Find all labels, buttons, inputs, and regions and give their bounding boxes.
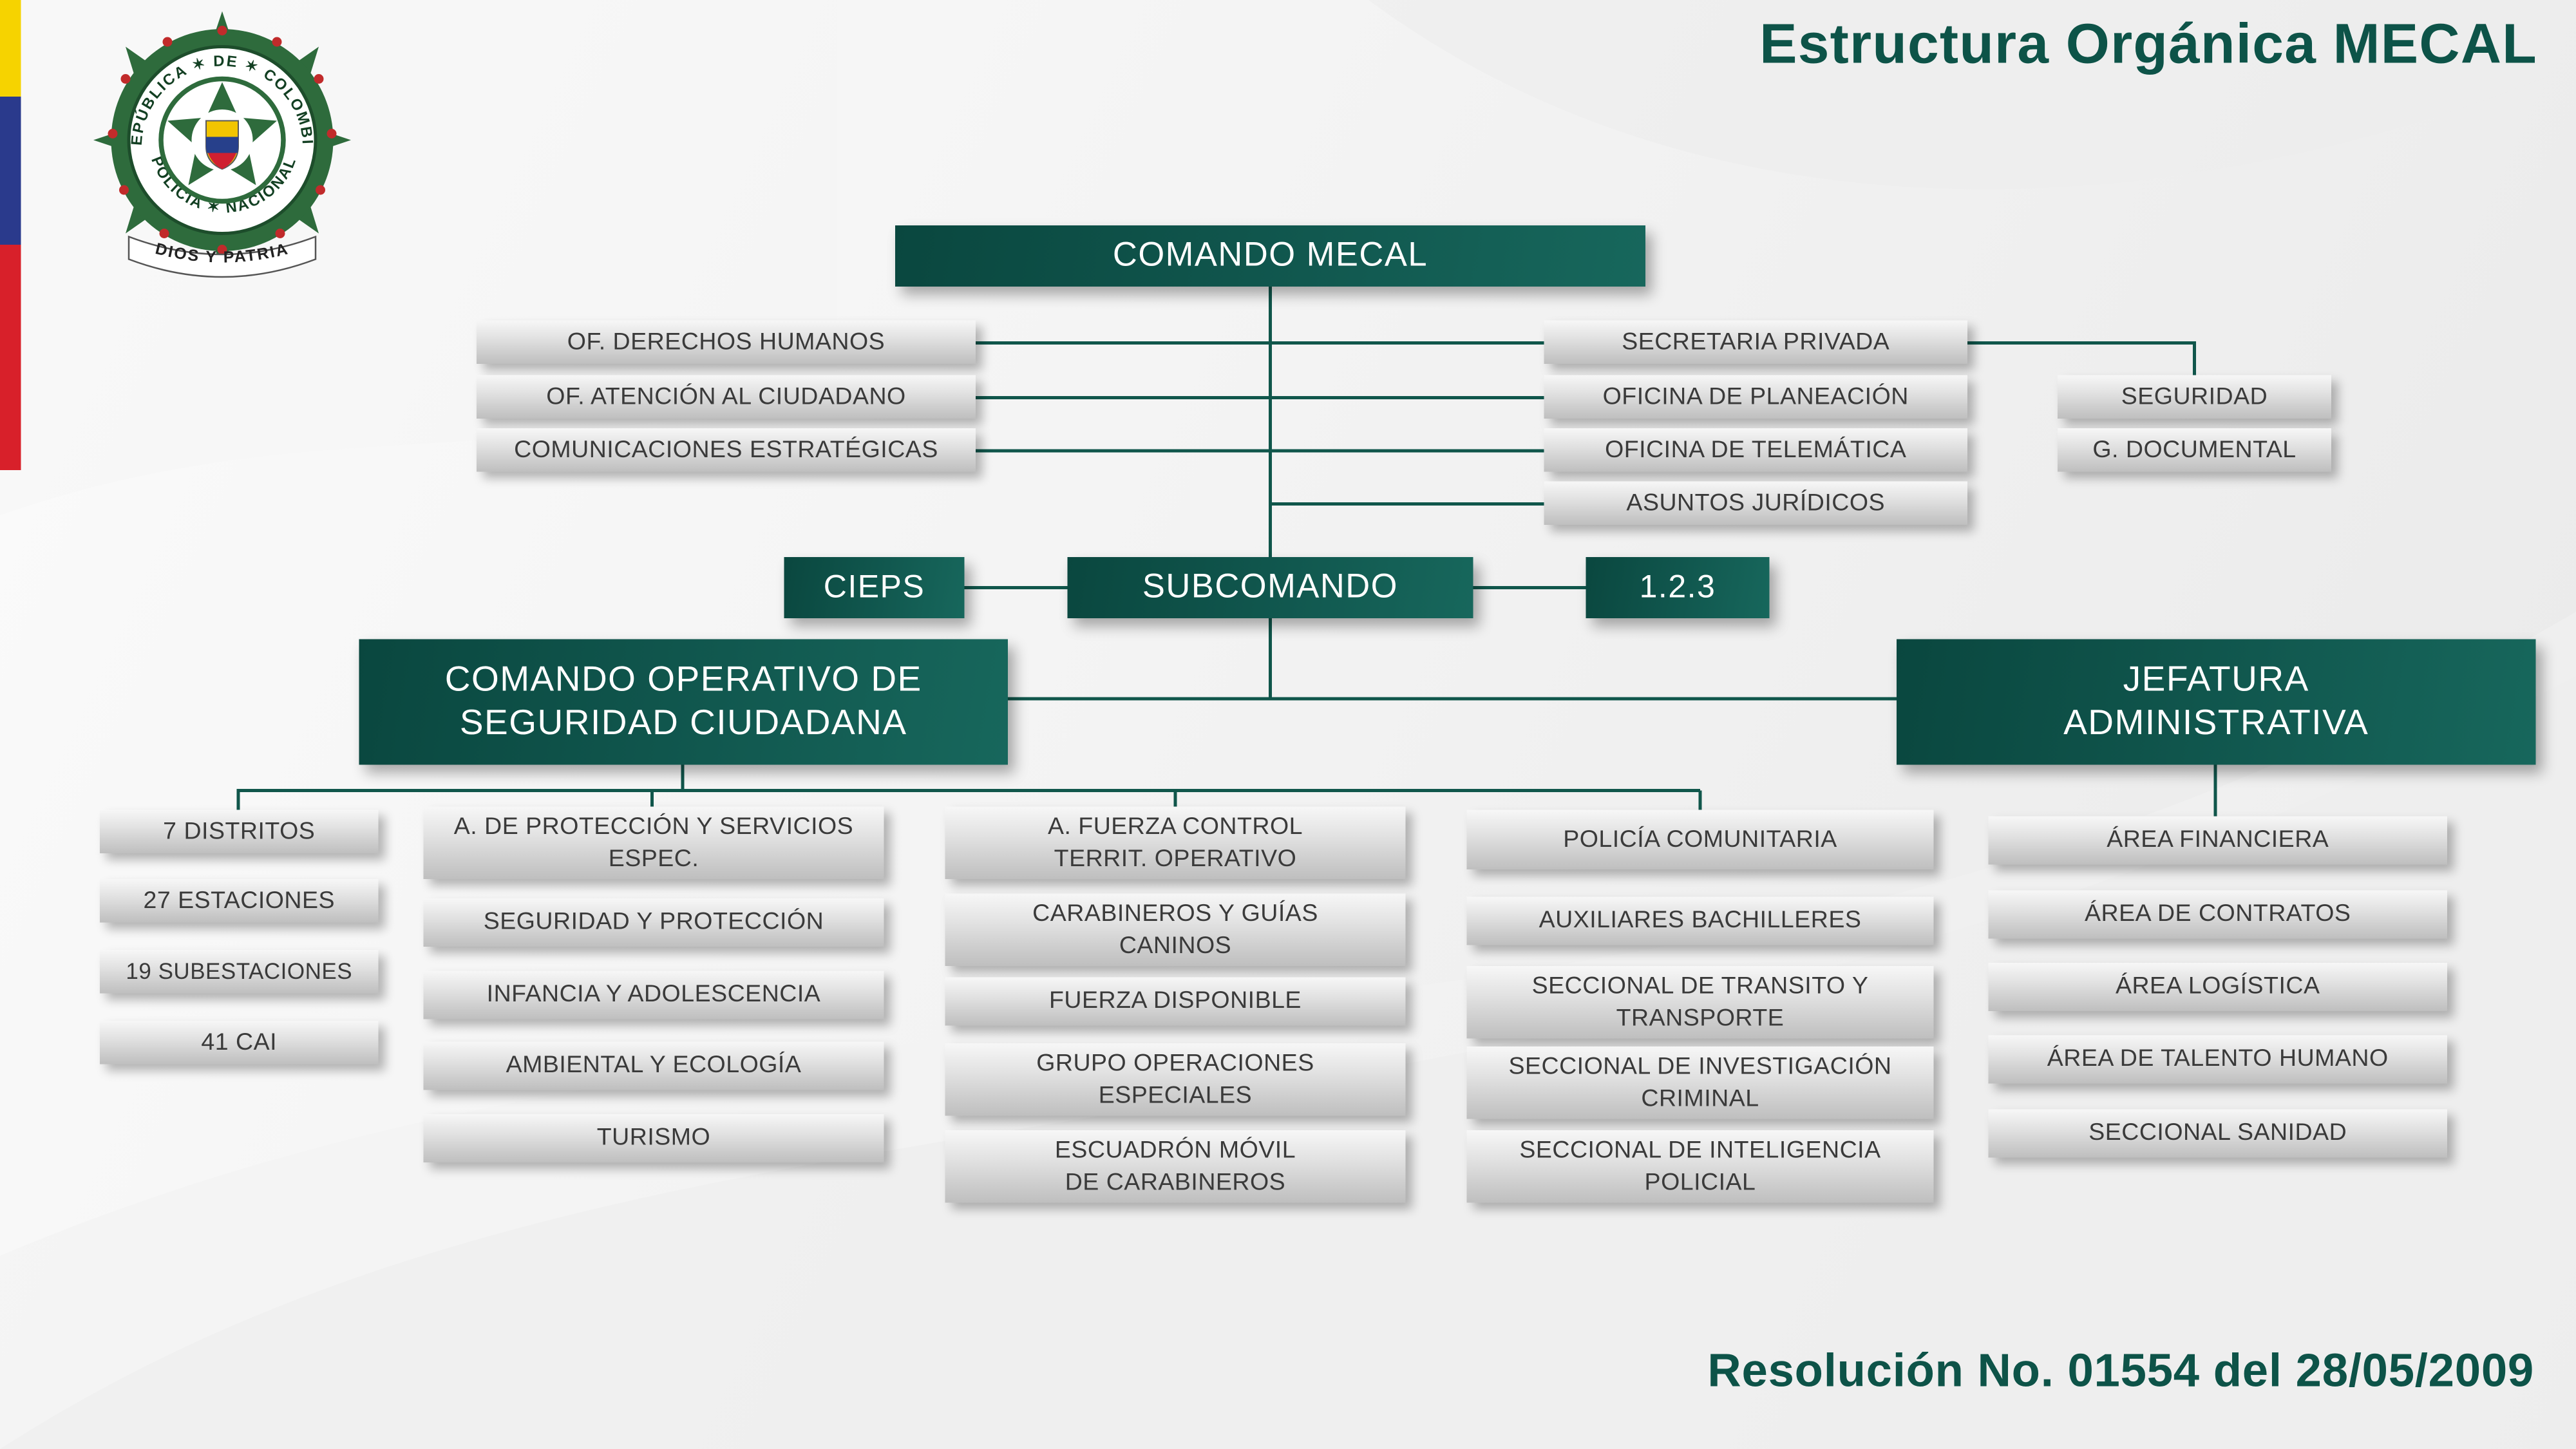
box-area-logistica: ÁREA LOGÍSTICA: [1988, 963, 2447, 1011]
box-fuerza-control: A. FUERZA CONTROL TERRIT. OPERATIVO: [945, 806, 1406, 879]
connector-left-row1: [976, 341, 1269, 345]
connector-col3-drop: [1173, 790, 1177, 807]
connector-left-row3: [976, 449, 1269, 453]
box-oficina-planeacion: OFICINA DE PLANEACIÓN: [1544, 375, 1967, 419]
box-seccional-investigacion: SECCIONAL DE INVESTIGACIÓN CRIMINAL: [1466, 1046, 1934, 1119]
box-cieps: CIEPS: [784, 557, 965, 618]
box-ambiental-ecologia: AMBIENTAL Y ECOLOGÍA: [423, 1041, 884, 1090]
flag-stripe-red: [0, 245, 21, 470]
box-escuadron-movil: ESCUADRÓN MÓVIL DE CARABINEROS: [945, 1130, 1406, 1203]
connector-sub-drop: [1269, 618, 1272, 701]
box-subestaciones: 19 SUBESTACIONES: [100, 950, 379, 994]
flag-stripe-yellow: [0, 0, 21, 97]
box-area-contratos: ÁREA DE CONTRATOS: [1988, 890, 2447, 939]
connector-secretaria-ext: [1967, 341, 2196, 345]
box-comunicaciones-estrategicas: COMUNICACIONES ESTRATÉGICAS: [477, 428, 976, 472]
connector-right-row4: [1272, 502, 1544, 506]
box-of-atencion-ciudadano: OF. ATENCIÓN AL CIUDADANO: [477, 375, 976, 419]
box-area-financiera: ÁREA FINANCIERA: [1988, 816, 2447, 865]
box-seguridad-proteccion: SEGURIDAD Y PROTECCIÓN: [423, 898, 884, 947]
box-estaciones: 27 ESTACIONES: [100, 879, 379, 923]
box-secretaria-privada: SECRETARIA PRIVADA: [1544, 320, 1967, 364]
box-seguridad: SEGURIDAD: [2058, 375, 2331, 419]
box-asuntos-juridicos: ASUNTOS JURÍDICOS: [1544, 481, 1967, 525]
box-policia-comunitaria: POLICÍA COMUNITARIA: [1466, 810, 1934, 869]
badge-shield: [205, 120, 239, 170]
connector-left-row2: [976, 396, 1269, 399]
box-cai: 41 CAI: [100, 1021, 379, 1065]
flag-stripe-blue: [0, 97, 21, 245]
box-auxiliares-bachilleres: AUXILIARES BACHILLERES: [1466, 896, 1934, 945]
box-comando-operativo: COMANDO OPERATIVO DE SEGURIDAD CIUDADANA: [359, 639, 1008, 765]
box-carabineros-guias: CARABINEROS Y GUÍAS CANINOS: [945, 893, 1406, 966]
resolution-note: Resolución No. 01554 del 28/05/2009: [1707, 1346, 2534, 1397]
box-seccional-sanidad: SECCIONAL SANIDAD: [1988, 1109, 2447, 1158]
connector-col4-drop: [1698, 790, 1702, 810]
connector-root-trunk: [1269, 287, 1272, 557]
box-fuerza-disponible: FUERZA DISPONIBLE: [945, 977, 1406, 1026]
box-jefatura-administrativa: JEFATURA ADMINISTRATIVA: [1897, 639, 2536, 765]
box-comando-mecal: COMANDO MECAL: [895, 225, 1645, 287]
box-area-talento-humano: ÁREA DE TALENTO HUMANO: [1988, 1035, 2447, 1084]
box-subcomando: SUBCOMANDO: [1067, 557, 1473, 618]
connector-right-row1: [1272, 341, 1544, 345]
box-g-documental: G. DOCUMENTAL: [2058, 428, 2331, 472]
box-oficina-telematica: OFICINA DE TELEMÁTICA: [1544, 428, 1967, 472]
connector-operativo-drop: [681, 764, 685, 791]
connector-right-row3: [1272, 449, 1544, 453]
connector-right-row2: [1272, 396, 1544, 399]
connector-columns-bar: [236, 789, 1700, 792]
box-turismo: TURISMO: [423, 1114, 884, 1162]
connector-jefatura-drop: [2213, 764, 2217, 817]
box-seccional-transito: SECCIONAL DE TRANSITO Y TRANSPORTE: [1466, 966, 1934, 1039]
box-proteccion-servicios: A. DE PROTECCIÓN Y SERVICIOS ESPEC.: [423, 806, 884, 879]
box-grupo-operaciones: GRUPO OPERACIONES ESPECIALES: [945, 1043, 1406, 1116]
connector-branches: [1008, 697, 1897, 701]
police-badge-logo: REPÚBLICA ✶ DE ✶ COLOMBIA POLICÍA ✶ NACI…: [84, 8, 351, 278]
page-title: Estructura Orgánica MECAL: [1759, 13, 2537, 76]
box-distritos: 7 DISTRITOS: [100, 810, 379, 853]
connector-cieps: [964, 586, 1068, 589]
box-of-derechos-humanos: OF. DERECHOS HUMANOS: [477, 320, 976, 364]
connector-col2-drop: [650, 790, 654, 807]
box-infancia-adolescencia: INFANCIA Y ADOLESCENCIA: [423, 971, 884, 1019]
connector-farright-drop: [2193, 341, 2196, 379]
connector-col1-drop: [236, 790, 240, 810]
connector-code123: [1473, 586, 1586, 589]
box-code-123: 1.2.3: [1586, 557, 1770, 618]
box-seccional-inteligencia: SECCIONAL DE INTELIGENCIA POLICIAL: [1466, 1130, 1934, 1203]
